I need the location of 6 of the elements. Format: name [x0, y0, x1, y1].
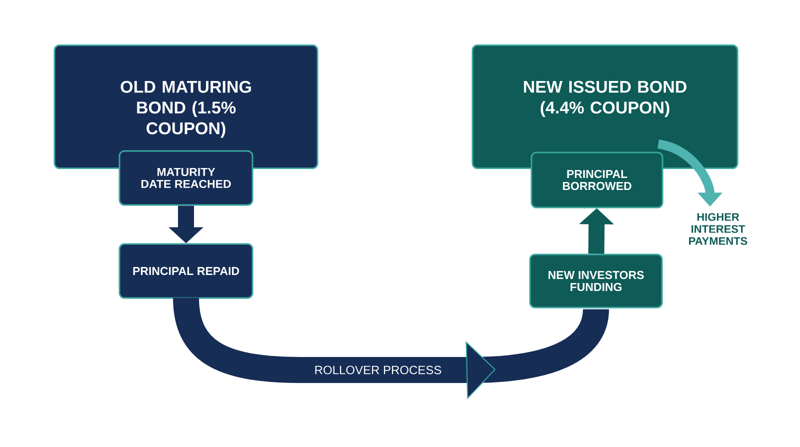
process-box: MATURITY DATE REACHED — [118, 150, 254, 206]
edge-label: ROLLOVER PROCESS — [315, 366, 442, 374]
bond-box: OLD MATURING BOND (1.5% COUPON) — [54, 44, 318, 169]
outcome-text: HIGHER INTEREST PAYMENTS — [689, 213, 748, 245]
process-box: NEW INVESTORS FUNDING — [529, 254, 663, 308]
bond-box: NEW ISSUED BOND (4.4% COUPON) — [472, 44, 738, 169]
